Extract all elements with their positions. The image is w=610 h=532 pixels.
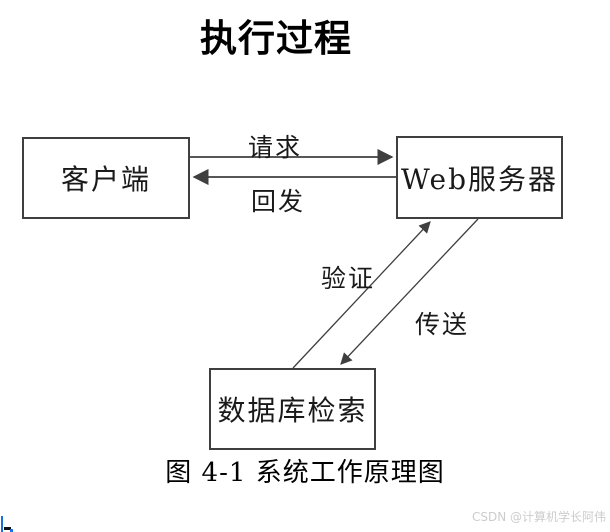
node-database-retrieval-label: 数据库检索: [217, 394, 368, 427]
text-cursor-artifact-dot: [10, 529, 13, 532]
text-cursor-artifact-mark: [4, 527, 11, 530]
edge-label-request: 请求: [247, 133, 302, 162]
transfer-arrow: [340, 218, 479, 365]
figure-caption: 图 4-1 系统工作原理图: [165, 458, 445, 488]
edge-label-verify: 验证: [320, 264, 375, 293]
node-database-retrieval: 数据库检索: [209, 368, 376, 450]
node-client: 客户端: [22, 137, 190, 219]
page-title: 执行过程: [200, 16, 352, 60]
text-cursor-artifact: [1, 516, 3, 532]
watermark-text: CSDN @计算机学长阿伟: [471, 510, 606, 524]
node-client-label: 客户端: [60, 163, 151, 196]
verify-arrow: [292, 221, 431, 369]
node-web-server: Web服务器: [396, 136, 563, 219]
edge-label-transfer: 传送: [414, 310, 469, 339]
node-web-server-label: Web服务器: [401, 162, 558, 196]
edge-label-response: 回发: [250, 187, 305, 216]
